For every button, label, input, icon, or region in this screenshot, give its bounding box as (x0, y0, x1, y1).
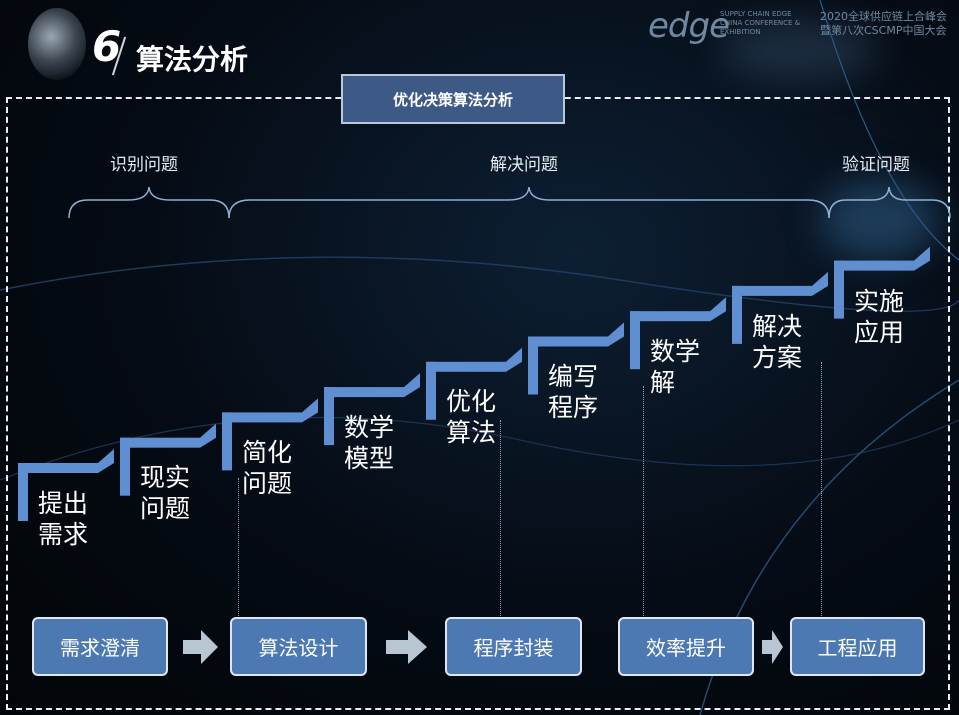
connector-line (500, 420, 501, 618)
brace-solve (228, 186, 830, 219)
step-label: 编写 程序 (548, 362, 599, 422)
phase-label-identify: 识别问题 (110, 155, 178, 175)
step-side-bar (18, 463, 28, 521)
step-corner-tab (302, 398, 318, 423)
step-corner-tab (200, 423, 216, 448)
step-corner-tab (98, 449, 114, 473)
step-shape (630, 297, 726, 370)
process-box-engineering: 工程应用 (790, 617, 925, 676)
step-side-bar (732, 285, 742, 344)
step-label: 简化 问题 (242, 438, 293, 498)
step-top-bar (120, 437, 200, 448)
brace-verify (828, 186, 951, 219)
connector-line (643, 386, 644, 618)
step-top-bar (630, 311, 710, 322)
main-title-box: 优化决策算法分析 (341, 74, 565, 124)
step-shape (120, 423, 216, 496)
step-label: 现实 问题 (140, 463, 191, 523)
step-top-bar (18, 463, 98, 473)
arrow-right-icon (762, 630, 783, 664)
step-shape (834, 246, 930, 319)
phase-label-verify: 验证问题 (842, 155, 910, 175)
step-side-bar (324, 387, 334, 446)
step-shape (528, 322, 624, 395)
process-box-design: 算法设计 (230, 617, 367, 676)
background-glow (720, 20, 880, 80)
step-top-bar (528, 336, 608, 347)
step-side-bar (834, 260, 844, 319)
step-shape (222, 398, 318, 471)
arrow-right-icon (386, 630, 427, 664)
arrow-right-icon (183, 630, 218, 664)
step-top-bar (426, 361, 506, 372)
step-label: 数学 模型 (344, 413, 395, 473)
brace-identify (68, 186, 230, 219)
step-top-bar (834, 260, 914, 271)
connector-line (238, 478, 239, 618)
step-top-bar (732, 285, 812, 296)
step-corner-tab (812, 271, 828, 296)
step-shape (426, 347, 522, 420)
step-label: 优化 算法 (446, 387, 497, 447)
brand-chinese: 2020全球供应链上合峰会 暨第八次CSCMP中国大会 (820, 10, 947, 37)
step-label: 数学 解 (650, 337, 701, 397)
step-top-bar (324, 387, 404, 398)
step-side-bar (630, 311, 640, 370)
step-corner-tab (404, 373, 420, 398)
step-label: 实施 应用 (854, 287, 905, 347)
step-shape (18, 449, 114, 521)
step-side-bar (222, 412, 232, 471)
step-corner-tab (608, 322, 624, 347)
page-title: 算法分析 (136, 43, 249, 76)
step-label: 解决 方案 (752, 312, 803, 372)
process-box-package: 程序封装 (445, 617, 582, 676)
globe-icon (28, 8, 86, 80)
step-side-bar (426, 361, 436, 420)
step-shape (324, 373, 420, 446)
step-corner-tab (710, 297, 726, 322)
step-label: 提出 需求 (38, 489, 89, 549)
step-side-bar (528, 336, 538, 395)
step-side-bar (120, 437, 130, 496)
step-top-bar (222, 412, 302, 423)
step-corner-tab (506, 347, 522, 372)
process-box-efficiency: 效率提升 (618, 617, 754, 676)
step-corner-tab (914, 246, 930, 271)
process-box-clarify: 需求澄清 (32, 617, 168, 676)
step-shape (732, 271, 828, 344)
phase-label-solve: 解决问题 (490, 155, 558, 175)
connector-line (821, 362, 822, 618)
brand-english: SUPPLY CHAIN EDGE CHINA CONFERENCE & EXH… (720, 10, 801, 36)
brand-logo-text: edge (648, 6, 730, 46)
